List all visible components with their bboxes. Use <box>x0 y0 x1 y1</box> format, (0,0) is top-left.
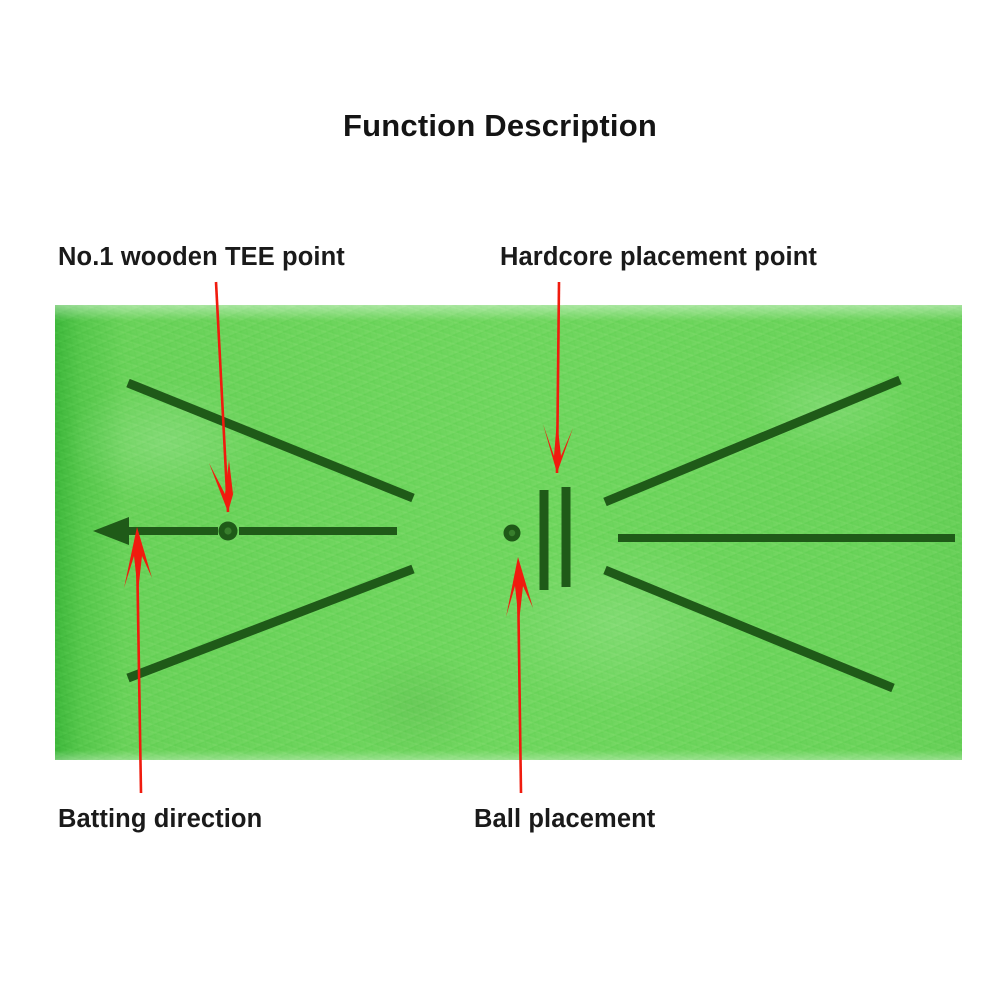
mat-markings <box>93 375 955 693</box>
label-hardcore-point: Hardcore placement point <box>500 243 817 271</box>
arrow-ball-head <box>506 557 533 622</box>
arrow-batting-head <box>124 527 152 592</box>
page-title: Function Description <box>343 108 657 143</box>
mat-line-right-lower <box>603 565 895 693</box>
batting-direction-arrowhead <box>93 517 129 545</box>
mat-line-left-upper <box>126 378 415 503</box>
arrow-batting-shaft <box>135 549 143 794</box>
arrow-tee-point-shaft <box>214 281 230 513</box>
arrow-batting-direction <box>124 527 152 794</box>
label-batting-direction: Batting direction <box>58 805 263 833</box>
label-ball-placement: Ball placement <box>474 805 656 833</box>
arrow-hardcore-head <box>543 420 573 473</box>
arrow-tee-point <box>209 281 240 513</box>
arrow-tee-point-head <box>209 460 240 512</box>
mat-line-left-lower <box>126 564 415 683</box>
arrow-hardcore-point <box>543 281 573 474</box>
label-tee-point: No.1 wooden TEE point <box>58 243 345 271</box>
mat-line-right-upper <box>603 375 902 507</box>
ball-placement-marker-inner <box>508 529 516 537</box>
tee-point-marker-inner <box>224 527 232 535</box>
arrow-ball-placement <box>506 557 533 794</box>
